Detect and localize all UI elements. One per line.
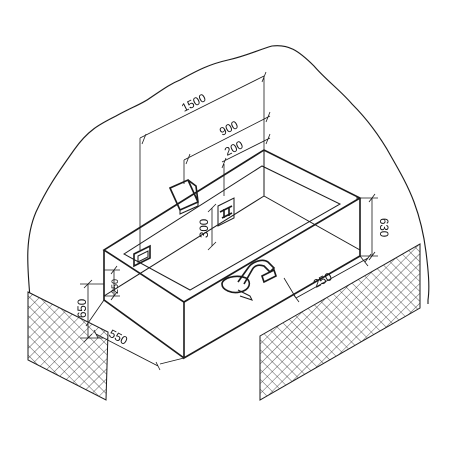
deck-faucet-spout	[237, 259, 276, 285]
side-control-box-inner	[137, 250, 149, 263]
wall-spout-outlet	[179, 202, 199, 215]
niche-outline	[27, 45, 430, 304]
floor-mesh-right	[259, 243, 421, 401]
dim-550	[85, 299, 185, 371]
dim-250-left	[104, 265, 120, 301]
tub-inner-rim	[123, 165, 342, 291]
label-300: 300	[199, 219, 211, 238]
deck-faucet-handle-2	[237, 289, 253, 301]
label-900: 900	[218, 119, 241, 138]
label-550: 550	[107, 328, 130, 348]
label-630: 630	[377, 218, 389, 237]
label-650: 650	[77, 299, 89, 318]
deck-faucet-handle	[261, 268, 277, 284]
deck-faucet-base	[221, 275, 251, 294]
label-250-right: 250	[312, 271, 335, 291]
dim-300	[207, 203, 217, 251]
label-250-left: 250	[110, 279, 120, 294]
dim-250-right	[283, 253, 372, 303]
dim-900	[183, 111, 271, 184]
dim-650	[80, 279, 104, 343]
dim-200	[221, 133, 271, 196]
wall-mixer-plate	[217, 197, 235, 227]
tub-front-face	[183, 198, 361, 360]
wall-mixer-handles	[219, 205, 233, 219]
side-control-box	[133, 244, 151, 268]
dim-1500	[139, 71, 267, 250]
floor-mesh-left	[27, 291, 109, 401]
